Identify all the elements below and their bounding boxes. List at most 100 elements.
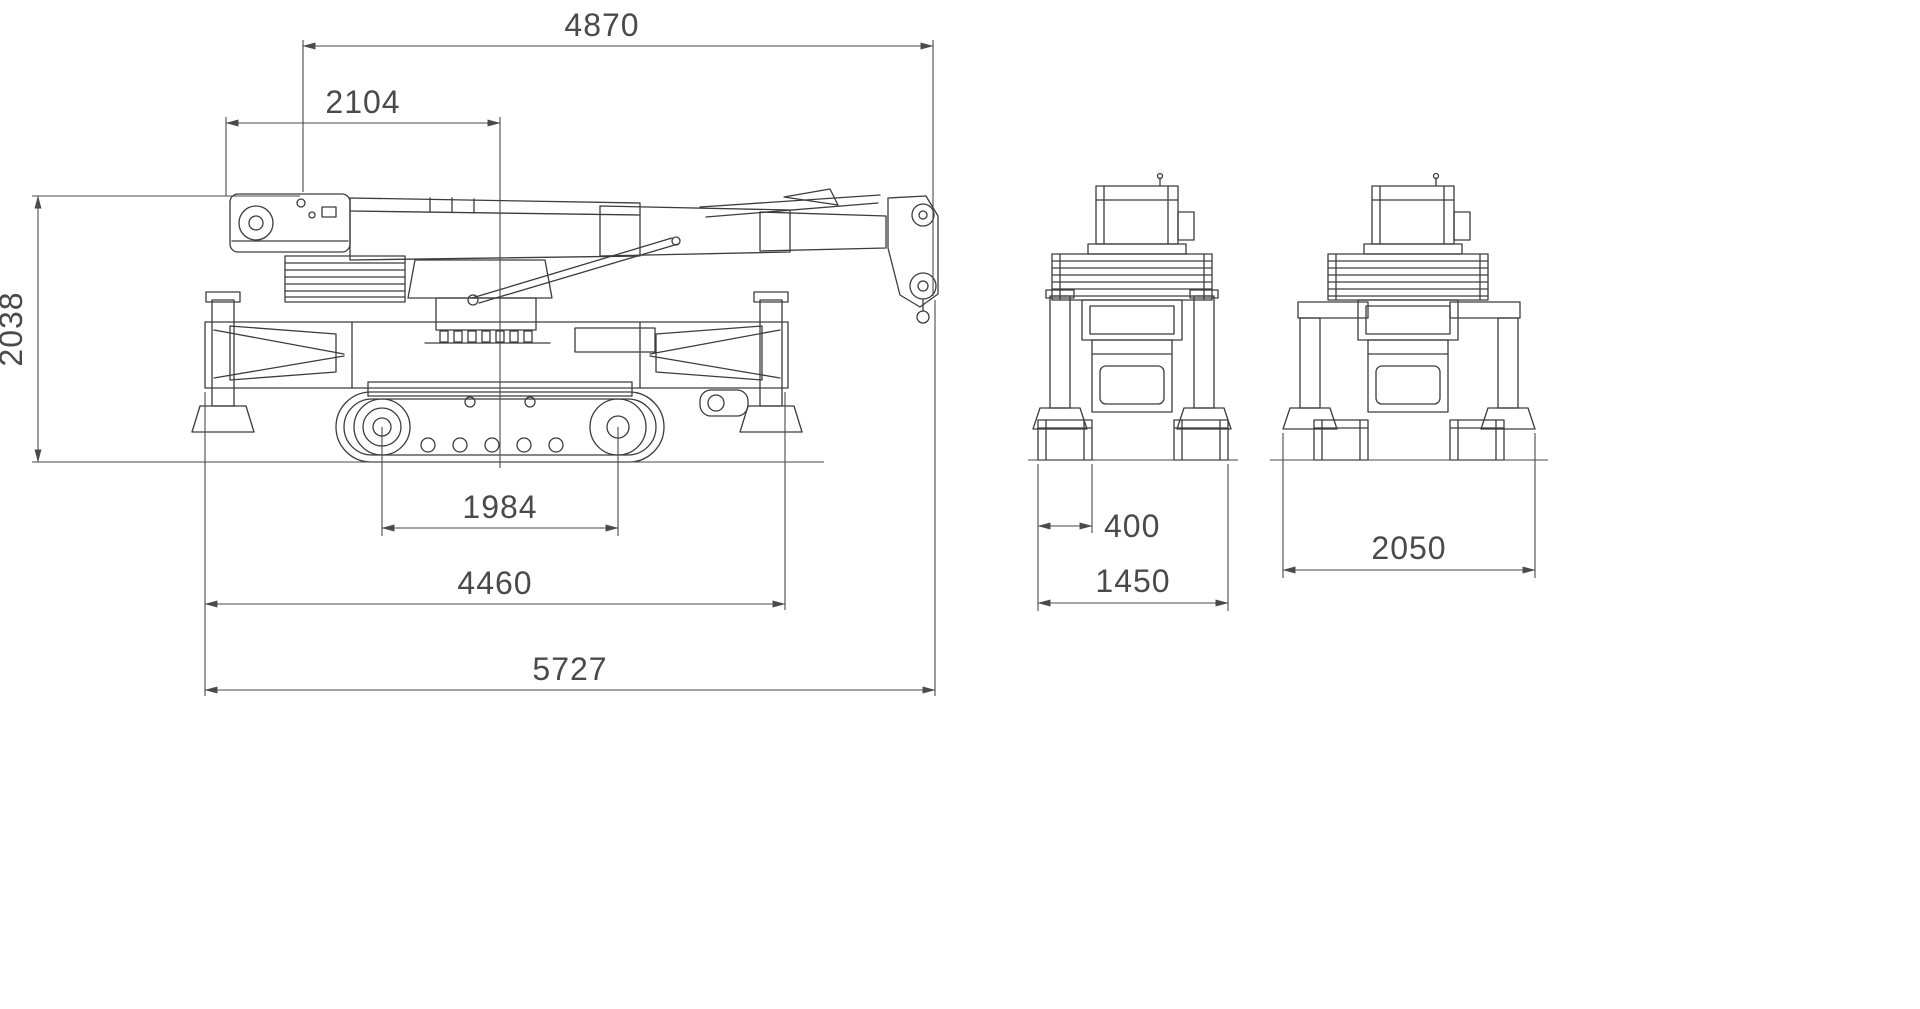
outrigger-pad-left <box>191 405 255 433</box>
tank-cap <box>707 394 725 412</box>
front-view-extended <box>1270 172 1548 461</box>
chassis <box>204 321 789 417</box>
outrigger-beam-left <box>1297 301 1369 319</box>
dimension-overall-width: 1450 <box>1037 464 1229 611</box>
boom-pin <box>296 198 306 208</box>
luffing-cylinder <box>471 237 679 304</box>
boom-ribs <box>429 197 475 214</box>
chassis-frame <box>204 321 789 389</box>
outrigger-leg-left <box>211 299 235 407</box>
outriggers <box>191 291 803 433</box>
leg-bracket-left <box>205 291 241 303</box>
extension-lines <box>1037 464 1093 533</box>
folded-jib <box>699 194 881 218</box>
track-left-details <box>1037 419 1093 461</box>
outrigger-pad-left <box>1282 407 1338 430</box>
front-view-retracted <box>1028 172 1238 461</box>
extension-lines <box>1037 464 1229 611</box>
boom-mid-section <box>599 205 791 257</box>
boom-detail-box <box>321 206 337 218</box>
mounting-bolts <box>439 330 533 343</box>
winch-drum <box>238 205 274 241</box>
boom <box>229 188 887 261</box>
outrigger-leg-right <box>1193 295 1215 409</box>
extension-lines <box>381 427 619 536</box>
dimension-overall-length: 5727 <box>204 300 936 696</box>
dimension-label: 2050 <box>1371 530 1446 566</box>
body-upper-inner <box>1089 305 1175 335</box>
head-sheave-lower-hub <box>917 280 929 292</box>
head-sheave-lower <box>909 272 937 300</box>
extension-lines <box>225 117 501 468</box>
cylinder-pin <box>671 236 681 246</box>
cylinder-pin <box>467 294 479 306</box>
outrigger-pad-right <box>1176 407 1232 430</box>
dimension-carrier-length: 4460 <box>204 392 786 696</box>
leg-bracket-right <box>1189 289 1219 299</box>
extension-lines <box>302 40 934 296</box>
hook <box>916 310 930 324</box>
dimension-label: 1984 <box>462 489 537 525</box>
dimension-label: 1450 <box>1095 563 1170 599</box>
boom-base-line <box>349 210 641 216</box>
dimension-label: 4460 <box>457 565 532 601</box>
pedestal <box>435 297 537 331</box>
boom-bundle-plates <box>1051 260 1213 297</box>
leg-bracket-left <box>1045 289 1075 299</box>
beacon <box>1156 172 1164 180</box>
boom-rear-section <box>229 193 351 253</box>
boom-tip-section <box>759 211 887 252</box>
track-rollers <box>420 396 564 453</box>
outrigger-leg-left <box>1049 295 1071 409</box>
counterweight <box>284 255 406 303</box>
boom-head <box>887 195 939 324</box>
front-view-body <box>1313 172 1505 461</box>
side-view <box>32 188 939 463</box>
dimension-outrigger-spread: 2050 <box>1282 433 1536 578</box>
chassis-dividers <box>351 321 641 389</box>
dimension-label: 5727 <box>532 651 607 687</box>
dimension-track-width: 400 <box>1037 464 1160 544</box>
boom-head-plate <box>887 195 939 308</box>
jib-plate <box>783 188 839 206</box>
extension-lines <box>204 392 786 696</box>
track-right-details <box>1173 419 1229 461</box>
extension-lines <box>1282 433 1536 578</box>
boom-bundle-ends <box>1059 253 1205 301</box>
dimension-label: 400 <box>1104 508 1160 544</box>
dimension-label: 2038 <box>0 291 29 366</box>
dimension-label: 4870 <box>564 7 639 43</box>
superstructure <box>284 236 681 344</box>
dimension-label: 2104 <box>325 84 400 120</box>
boom-base-section <box>349 197 641 261</box>
front-view-body <box>1037 172 1229 461</box>
counterweight-plates <box>284 262 406 298</box>
head-sheave-upper-hub <box>918 210 928 220</box>
outrigger-arm-left <box>213 329 345 379</box>
cab <box>1095 185 1179 245</box>
outrigger-leg-right <box>759 299 783 407</box>
dimension-track-center-distance: 1984 <box>381 427 619 536</box>
cab-side-box <box>1177 211 1195 241</box>
boom-pin <box>308 211 316 219</box>
winch-drum-hub <box>248 215 264 231</box>
outrigger-pad-right <box>739 405 803 433</box>
body-panel <box>1099 365 1165 405</box>
body-lower <box>1091 339 1173 413</box>
outrigger-arm-right <box>649 329 781 379</box>
deck-box <box>574 327 656 353</box>
head-sheave-upper <box>911 203 935 227</box>
outrigger-leg-right <box>1497 317 1519 409</box>
cab-base <box>1087 243 1187 255</box>
outrigger-box-left <box>229 325 337 381</box>
outrigger-box-right <box>655 325 763 381</box>
outrigger-beam-right <box>1449 301 1521 319</box>
dimension-boom-rear-section: 2104 <box>225 84 501 468</box>
dimension-boom-transport-length: 4870 <box>302 7 934 296</box>
cab-details <box>1095 185 1179 245</box>
leg-bracket-right <box>753 291 789 303</box>
turret <box>407 259 553 299</box>
outrigger-pad-left <box>1032 407 1088 430</box>
dimension-overall-height: 2038 <box>0 195 300 463</box>
